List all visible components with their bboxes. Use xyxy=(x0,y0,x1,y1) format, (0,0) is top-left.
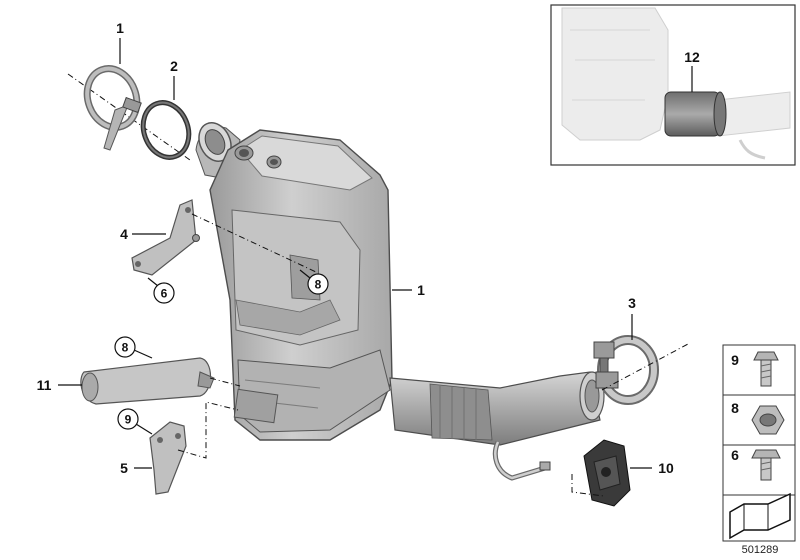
assembly-line-5 xyxy=(191,213,317,273)
arrow-icon xyxy=(729,492,791,540)
legend-label-9: 9 xyxy=(731,352,739,368)
callout-12: 12 xyxy=(684,49,700,65)
hex-nut-icon xyxy=(751,405,785,435)
assembly-line-4 xyxy=(601,343,689,391)
circled-callout-8a-ring xyxy=(307,273,329,295)
assembly-line-10 xyxy=(571,474,605,497)
hardware-legend: 9 8 6 xyxy=(722,344,796,542)
callout-5: 4 xyxy=(120,226,128,242)
assembly-line-11 xyxy=(209,377,241,387)
callout-4: 3 xyxy=(628,295,636,311)
callout-2: 1 xyxy=(116,20,124,36)
callout-11: 11 xyxy=(37,377,52,393)
gasket-part-3 xyxy=(140,100,192,160)
callout-10: 10 xyxy=(658,460,674,476)
legend-label-6: 6 xyxy=(731,447,739,463)
bracket-part-5 xyxy=(131,199,200,276)
document-number: 501289 xyxy=(742,544,779,556)
callout-7: 5 xyxy=(120,460,128,476)
circled-callout-6-ring xyxy=(153,282,175,304)
leader-line-8a xyxy=(299,269,311,279)
circled-callout-8b: 8 xyxy=(122,341,129,355)
circled-callout-8b-ring xyxy=(114,336,136,358)
callout-1: 1 xyxy=(417,282,425,298)
circled-callout-9: 9 xyxy=(125,413,132,427)
flange-bolt-icon xyxy=(751,449,781,481)
circled-callout-9-ring xyxy=(117,408,139,430)
flex-pipe-part-12 xyxy=(664,91,727,137)
inset-detail-panel: 12 xyxy=(550,4,796,166)
band-clamp-part-4 xyxy=(593,335,659,405)
heat-shield-part-11 xyxy=(80,357,215,405)
clamp-ring-part-2 xyxy=(67,65,191,161)
leader-line-8b xyxy=(133,349,153,359)
diesel-particulate-filter-part-1 xyxy=(195,122,605,481)
assembly-line-7 xyxy=(177,401,239,459)
circled-callout-8a: 8 xyxy=(315,278,322,292)
leader-line-6 xyxy=(147,277,159,287)
leader-line-9 xyxy=(135,423,153,435)
rubber-mount-part-10 xyxy=(583,439,631,507)
callout-3: 2 xyxy=(170,58,178,74)
legend-label-8: 8 xyxy=(731,400,739,416)
bracket-part-7 xyxy=(149,421,187,495)
circled-callout-6: 6 xyxy=(161,287,168,301)
hex-bolt-icon xyxy=(753,351,779,387)
